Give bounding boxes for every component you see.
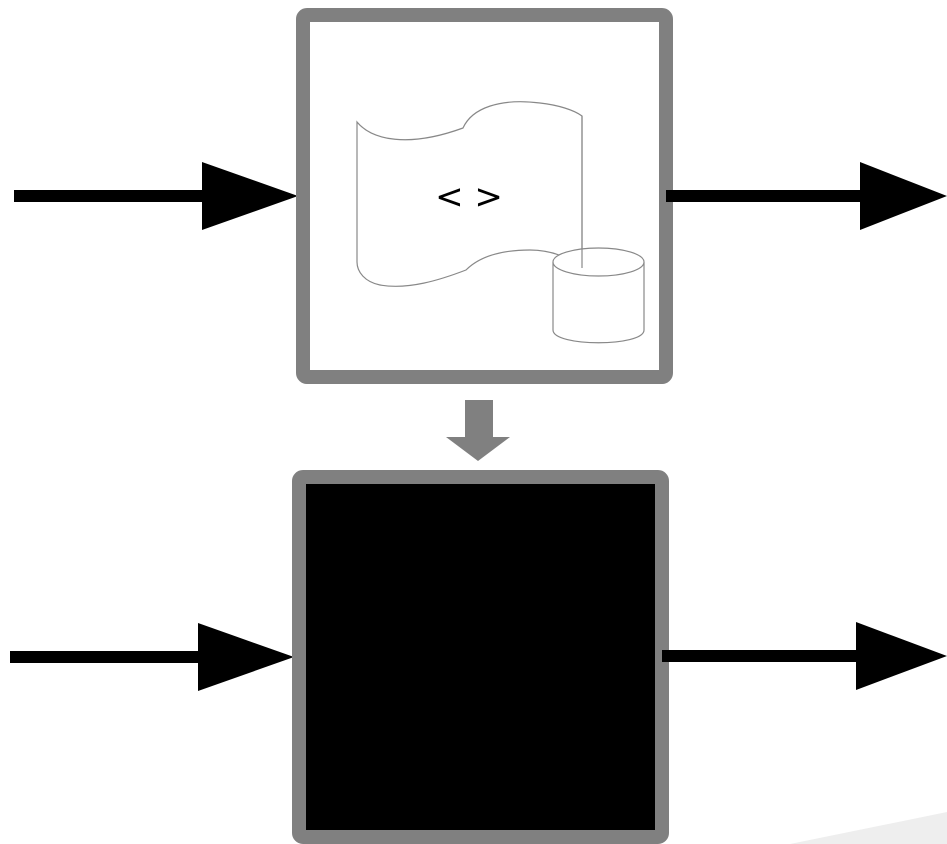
code-symbol: < > [435,177,503,217]
top-output-arrow [666,162,947,230]
database-body [552,262,645,344]
document-with-database-icon: < > [356,101,645,344]
top-input-arrow [14,162,298,230]
connector-down-arrow [446,400,510,461]
top-box: < > [296,8,673,384]
database-top [552,247,645,277]
background-shading [790,812,947,844]
bottom-input-arrow [10,623,294,691]
bottom-box [292,470,669,844]
bottom-box-frame [292,470,669,844]
bottom-output-arrow [662,622,947,690]
